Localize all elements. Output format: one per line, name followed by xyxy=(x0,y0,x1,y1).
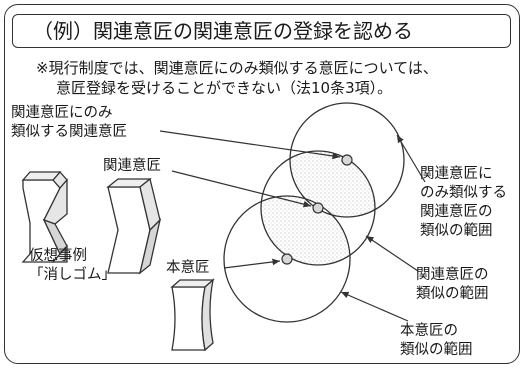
arrow-related xyxy=(171,170,312,208)
label-similar-only-line-1: 関連意匠に xyxy=(420,166,493,182)
eraser-principal-icon xyxy=(170,278,215,352)
principal-point xyxy=(281,253,293,265)
arrow-principal xyxy=(223,258,281,269)
similar-only-point xyxy=(341,154,353,166)
label-principal: 本意匠 xyxy=(166,260,210,276)
label-principal-range-line-2: 類似の範囲 xyxy=(400,342,473,358)
label-hypothetical-line-1: 仮想事例 xyxy=(29,248,87,264)
diagram-title: （例）関連意匠の関連意匠の登録を認める xyxy=(12,14,511,48)
label-similar-only-range: 関連意匠に のみ類似する 関連意匠の 類似の範囲 xyxy=(420,165,507,241)
diagram-frame xyxy=(4,4,520,364)
note-line-1: ※現行制度では、関連意匠にのみ類似する意匠については、 xyxy=(36,59,438,77)
similar-only-range-circle xyxy=(289,102,405,218)
label-related-of-related-line-2: 類似する関連意匠 xyxy=(11,124,127,140)
arrow-related-of-related xyxy=(159,130,341,160)
note-line-2: 意匠登録を受けることができない（法10条3項）。 xyxy=(56,79,393,97)
arrow-similar-only-range xyxy=(396,134,426,183)
label-similar-only-line-3: 関連意匠の xyxy=(420,204,493,220)
label-related-range-line-2: 類似の範囲 xyxy=(416,286,489,302)
label-principal-range: 本意匠の 類似の範囲 xyxy=(400,322,473,360)
related-point xyxy=(312,202,324,214)
principal-range-circle xyxy=(223,195,351,323)
label-related-range: 関連意匠の 類似の範囲 xyxy=(416,266,489,304)
label-related-of-related: 関連意匠にのみ 類似する関連意匠 xyxy=(11,104,127,142)
arrow-related-range xyxy=(365,235,419,272)
label-principal-range-line-1: 本意匠の xyxy=(400,323,458,339)
label-related-of-related-line-1: 関連意匠にのみ xyxy=(11,105,113,121)
label-hypothetical-line-2: 「消しゴム」 xyxy=(29,267,116,283)
arrow-principal-range xyxy=(340,291,409,322)
eraser-related-of-related-icon xyxy=(21,171,68,263)
label-hypothetical: 仮想事例 「消しゴム」 xyxy=(29,247,116,285)
label-similar-only-line-2: のみ類似する xyxy=(420,185,507,201)
related-range-circle xyxy=(260,150,376,266)
eraser-related-icon xyxy=(106,177,162,275)
label-related-range-line-1: 関連意匠の xyxy=(416,267,489,283)
label-related: 関連意匠 xyxy=(103,158,161,174)
label-similar-only-line-4: 類似の範囲 xyxy=(420,223,493,239)
